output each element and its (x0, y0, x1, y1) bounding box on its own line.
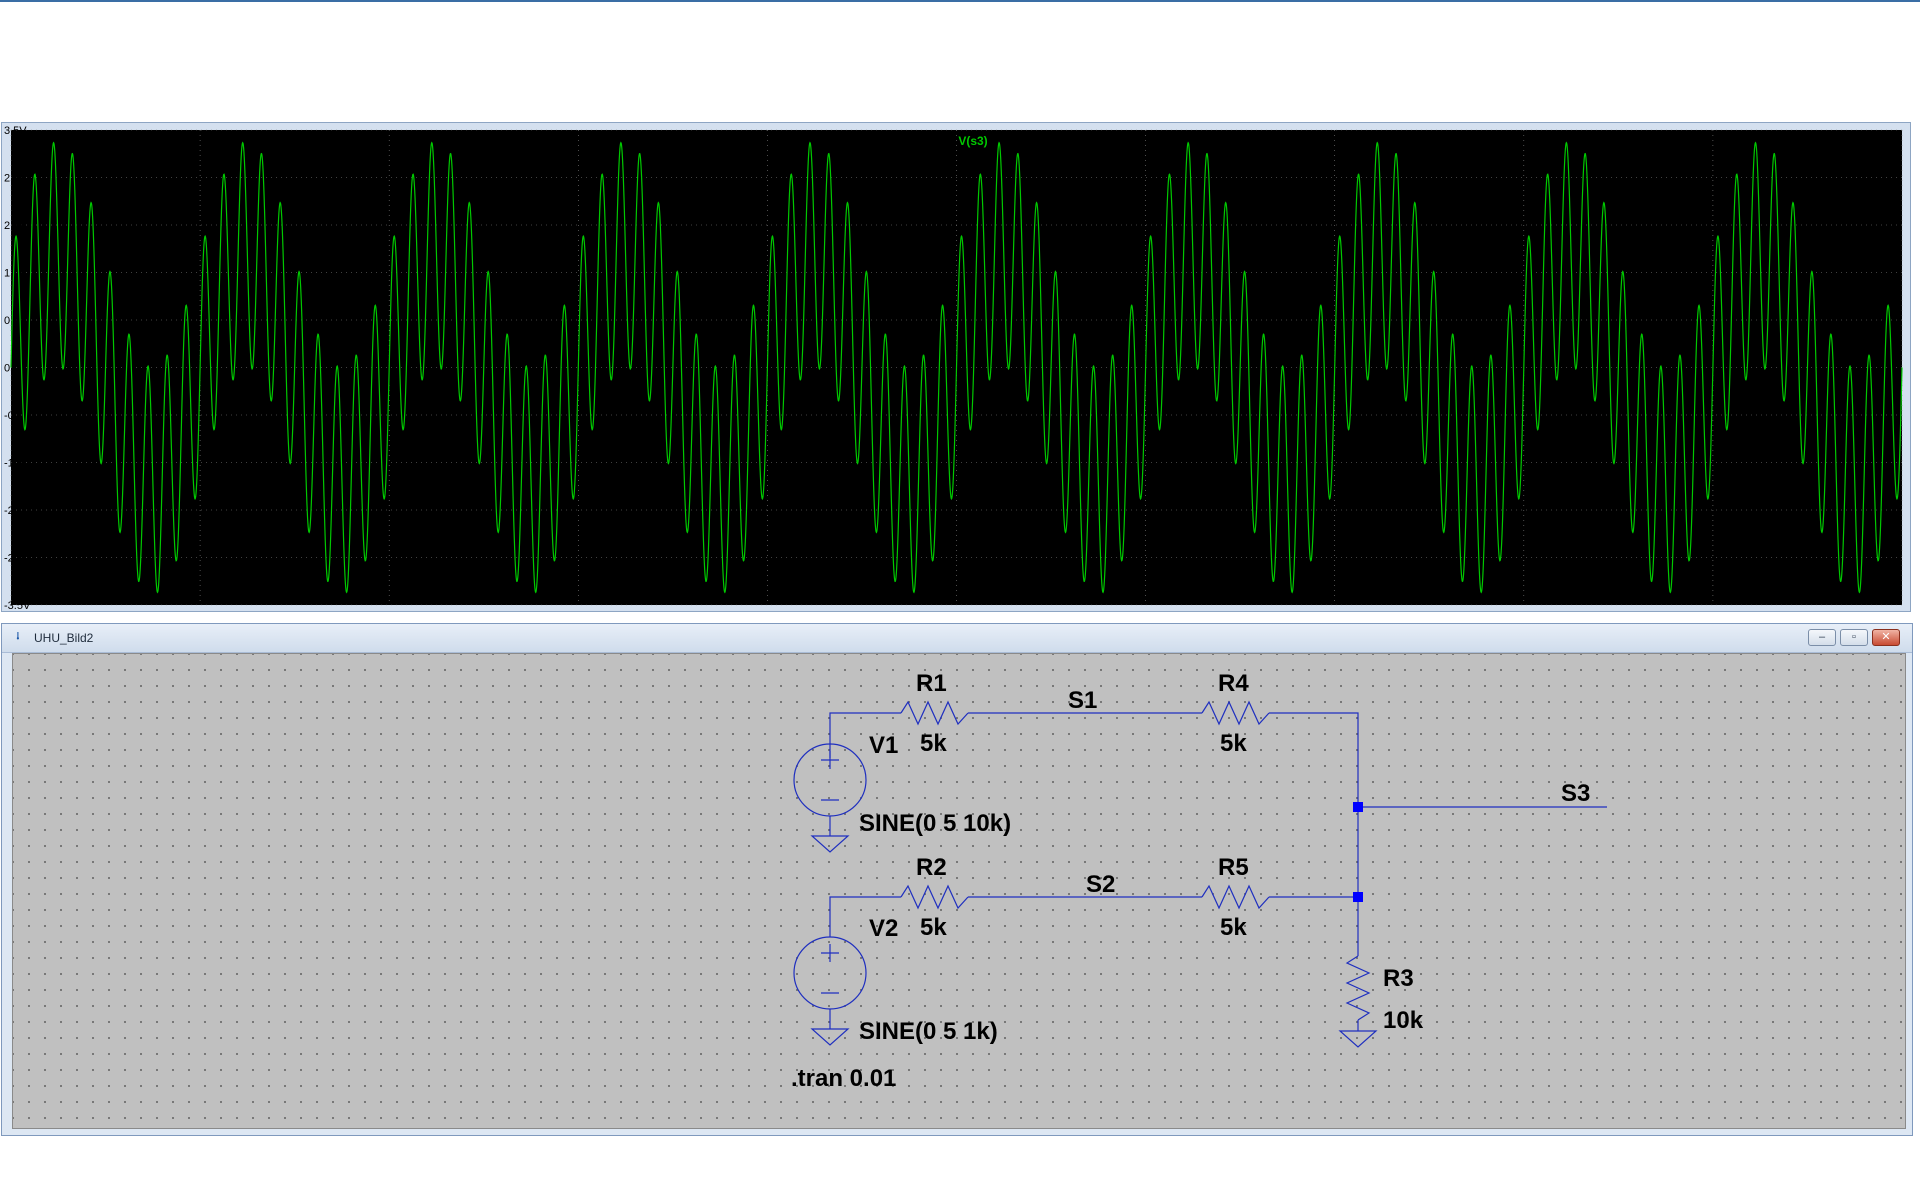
close-button[interactable]: ✕ (1872, 629, 1900, 646)
y-tick-label: -1.4V (4, 458, 31, 470)
schematic-titlebar[interactable]: ᛍ UHU_Bild2 – ▫ ✕ (2, 624, 1912, 653)
x-tick-label: 1ms (190, 610, 211, 611)
x-tick-label: 6ms (1135, 610, 1156, 611)
minimize-button[interactable]: – (1808, 629, 1836, 646)
label-r4-value[interactable]: 5k (1220, 730, 1247, 757)
resistor-r1[interactable] (900, 700, 969, 726)
y-tick-label: 2.1V (4, 220, 27, 232)
x-tick-label: 5ms (946, 610, 967, 611)
plot-grid (10, 129, 1903, 606)
x-tick-label: 9ms (1703, 610, 1724, 611)
y-tick-label: -3.5V (4, 600, 31, 611)
label-r5-value[interactable]: 5k (1220, 914, 1247, 941)
label-r5-name[interactable]: R5 (1218, 854, 1249, 881)
label-r2-name[interactable]: R2 (916, 854, 947, 881)
ground-v2 (810, 1028, 850, 1046)
x-tick-label: 2ms (379, 610, 400, 611)
junction-r5[interactable] (1353, 892, 1363, 902)
y-tick-label: -2.1V (4, 505, 31, 517)
spice-directive-tran[interactable]: .tran 0.01 (791, 1065, 896, 1092)
y-tick-label: 2.8V (4, 173, 27, 185)
label-v2-value[interactable]: SINE(0 5 1k) (859, 1018, 998, 1045)
desktop-blank-area-bottom (0, 1140, 1920, 1200)
label-r1-value[interactable]: 5k (920, 730, 947, 757)
wire-r4-right (1269, 712, 1359, 807)
label-net-s1[interactable]: S1 (1068, 687, 1097, 714)
y-tick-label: 0.0V (4, 363, 27, 375)
label-r1-name[interactable]: R1 (916, 670, 947, 697)
wire-v2-top (829, 896, 901, 937)
waveform-plot[interactable]: 3.5V 2.8V 2.1V 1.4V 0.7V 0.0V -0.7V -1.4V -2.1V -… (2, 123, 1910, 611)
x-tick-label: 0ms (13, 610, 34, 611)
schematic-canvas[interactable]: R1 5k S1 R4 5k V1 SINE(0 5 10k) S3 R2 5k… (12, 653, 1906, 1129)
wire-v1-top (829, 712, 901, 758)
resistor-r3[interactable] (1345, 955, 1371, 1021)
ground-v1 (810, 835, 850, 853)
x-tick-label: 8ms (1513, 610, 1534, 611)
ltspice-app-icon: ᛍ (14, 630, 22, 645)
trace-label[interactable]: V(s3) (958, 134, 987, 148)
waveform-window[interactable]: 3.5V 2.8V 2.1V 1.4V 0.7V 0.0V -0.7V -1.4V -2.1V -… (1, 122, 1911, 612)
label-v1-value[interactable]: SINE(0 5 10k) (859, 810, 1011, 837)
trace-v-s3 (10, 141, 1903, 594)
maximize-button[interactable]: ▫ (1840, 629, 1868, 646)
label-r3-value[interactable]: 10k (1383, 1007, 1424, 1034)
label-r2-value[interactable]: 5k (920, 914, 947, 941)
label-net-s3[interactable]: S3 (1561, 780, 1590, 807)
desktop-blank-area (0, 0, 1920, 122)
schematic-title: UHU_Bild2 (34, 631, 94, 645)
y-tick-label: -0.7V (4, 410, 31, 422)
y-tick-label: 0.7V (4, 315, 27, 327)
schematic-window[interactable]: ᛍ UHU_Bild2 – ▫ ✕ (1, 623, 1913, 1136)
x-tick-label: 4ms (757, 610, 778, 611)
x-tick-label: 7ms (1324, 610, 1345, 611)
schematic-drawing[interactable]: R1 5k S1 R4 5k V1 SINE(0 5 10k) S3 R2 5k… (13, 654, 1906, 1129)
resistor-r2[interactable] (900, 884, 969, 910)
ground-r3 (1338, 1030, 1378, 1048)
label-net-s2[interactable]: S2 (1086, 871, 1115, 898)
y-tick-label: -2.8V (4, 553, 31, 565)
y-tick-label: 1.4V (4, 268, 27, 280)
label-v2-name[interactable]: V2 (869, 915, 898, 942)
resistor-r5[interactable] (1201, 884, 1270, 910)
y-tick-label: 3.5V (4, 125, 27, 137)
label-r3-name[interactable]: R3 (1383, 965, 1414, 992)
junction-s3[interactable] (1353, 802, 1363, 812)
x-tick-label: 3ms (568, 610, 589, 611)
resistor-r4[interactable] (1201, 700, 1270, 726)
x-axis-ticks: 0ms 1ms 2ms 3ms 4ms 5ms 6ms 7ms 8ms 9ms 10ms (13, 610, 1902, 611)
label-v1-name[interactable]: V1 (869, 732, 898, 759)
label-r4-name[interactable]: R4 (1218, 670, 1249, 697)
x-tick-label: 10ms (1875, 610, 1902, 611)
